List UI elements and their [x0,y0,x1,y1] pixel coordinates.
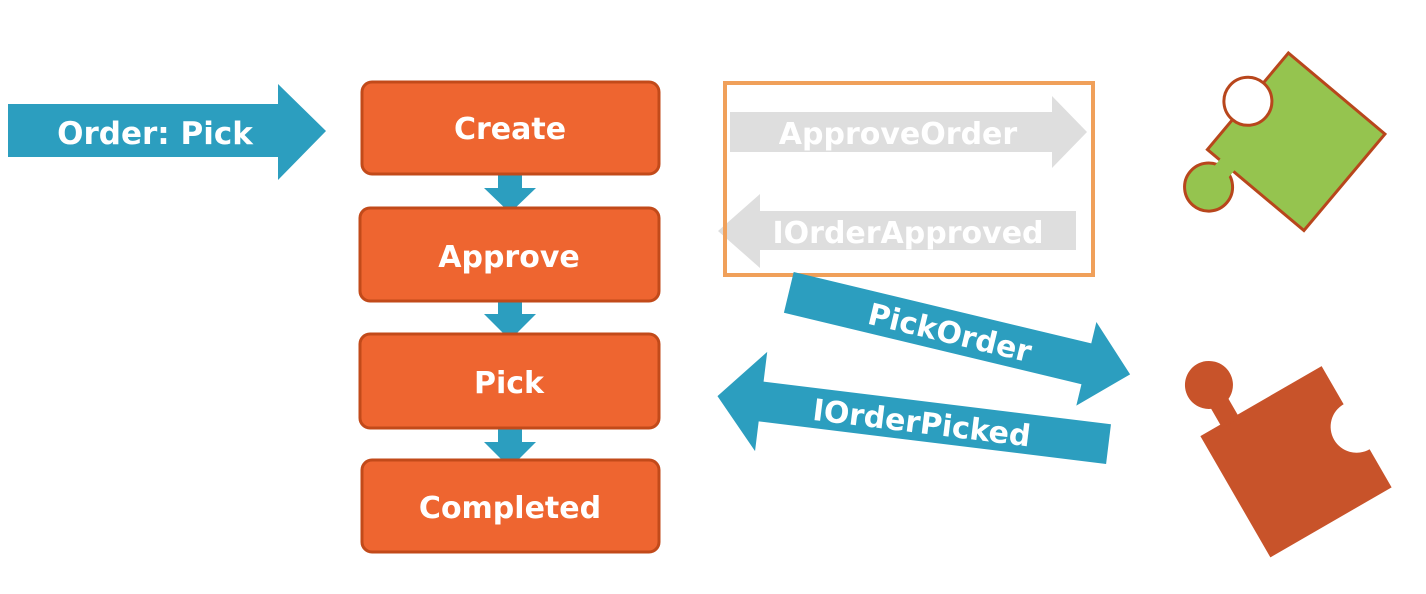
input-arrow-shape [8,84,326,180]
connector-arrow-pick-completed [484,420,536,468]
state-box [360,458,661,554]
input-arrow-label: Order: Pick [57,116,254,152]
state-label: Approve [438,240,579,275]
pick-order-arrow [783,271,1131,406]
state-approve: Approve [358,206,661,303]
order-approved-arrow [718,194,1076,268]
connector-arrow-create-approve [484,169,536,213]
order-picked-arrow [717,351,1111,464]
approve-order-arrow [730,96,1087,168]
state-label: Completed [419,491,601,526]
approval-exchange-box: ApproveOrder IOrderApproved [718,81,1095,277]
state-box [358,206,661,303]
state-connectors [484,169,536,468]
state-label: Create [454,112,566,147]
green-puzzle-piece-icon [1183,50,1388,233]
approve-order-label: ApproveOrder [779,117,1018,152]
state-create: Create [360,80,661,176]
state-pick: Pick [358,332,661,430]
pick-order-label: PickOrder [864,297,1035,370]
input-command-arrow: Order: Pick [8,84,326,180]
exchange-outline [723,81,1095,277]
state-label: Pick [474,366,545,401]
state-box [358,332,661,430]
order-approved-label: IOrderApproved [772,216,1043,251]
orange-puzzle-piece-icon [1184,360,1392,558]
state-box [360,80,661,176]
connector-arrow-approve-pick [484,293,536,340]
state-completed: Completed [360,458,661,554]
